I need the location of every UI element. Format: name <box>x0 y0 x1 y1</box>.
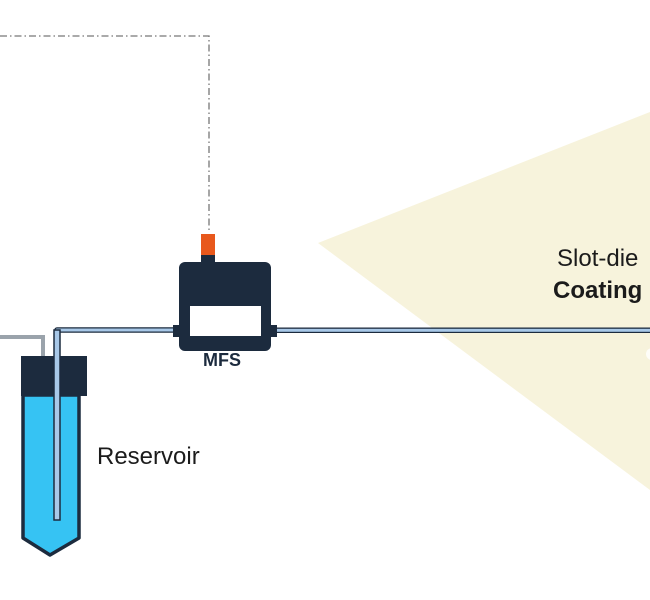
reservoir-label: Reservoir <box>97 443 200 470</box>
reservoir <box>21 329 87 557</box>
signal-line <box>0 35 210 232</box>
reservoir-dip-tube <box>53 329 61 521</box>
sensor-outlet-fitting <box>269 325 277 337</box>
coating-label-line1: Slot-die <box>557 245 639 272</box>
sensor-connector <box>201 234 215 256</box>
flow-sensor <box>173 234 277 351</box>
coating-label-line2: Coating <box>553 277 643 304</box>
sensor-inlet-fitting <box>173 325 181 337</box>
coating-zone <box>318 112 650 490</box>
coating-head-edge <box>646 348 650 360</box>
reservoir-body <box>21 393 81 557</box>
input-tube <box>0 335 45 358</box>
flow-sensor-label: MFS <box>203 350 241 370</box>
sensor-display <box>190 306 261 336</box>
